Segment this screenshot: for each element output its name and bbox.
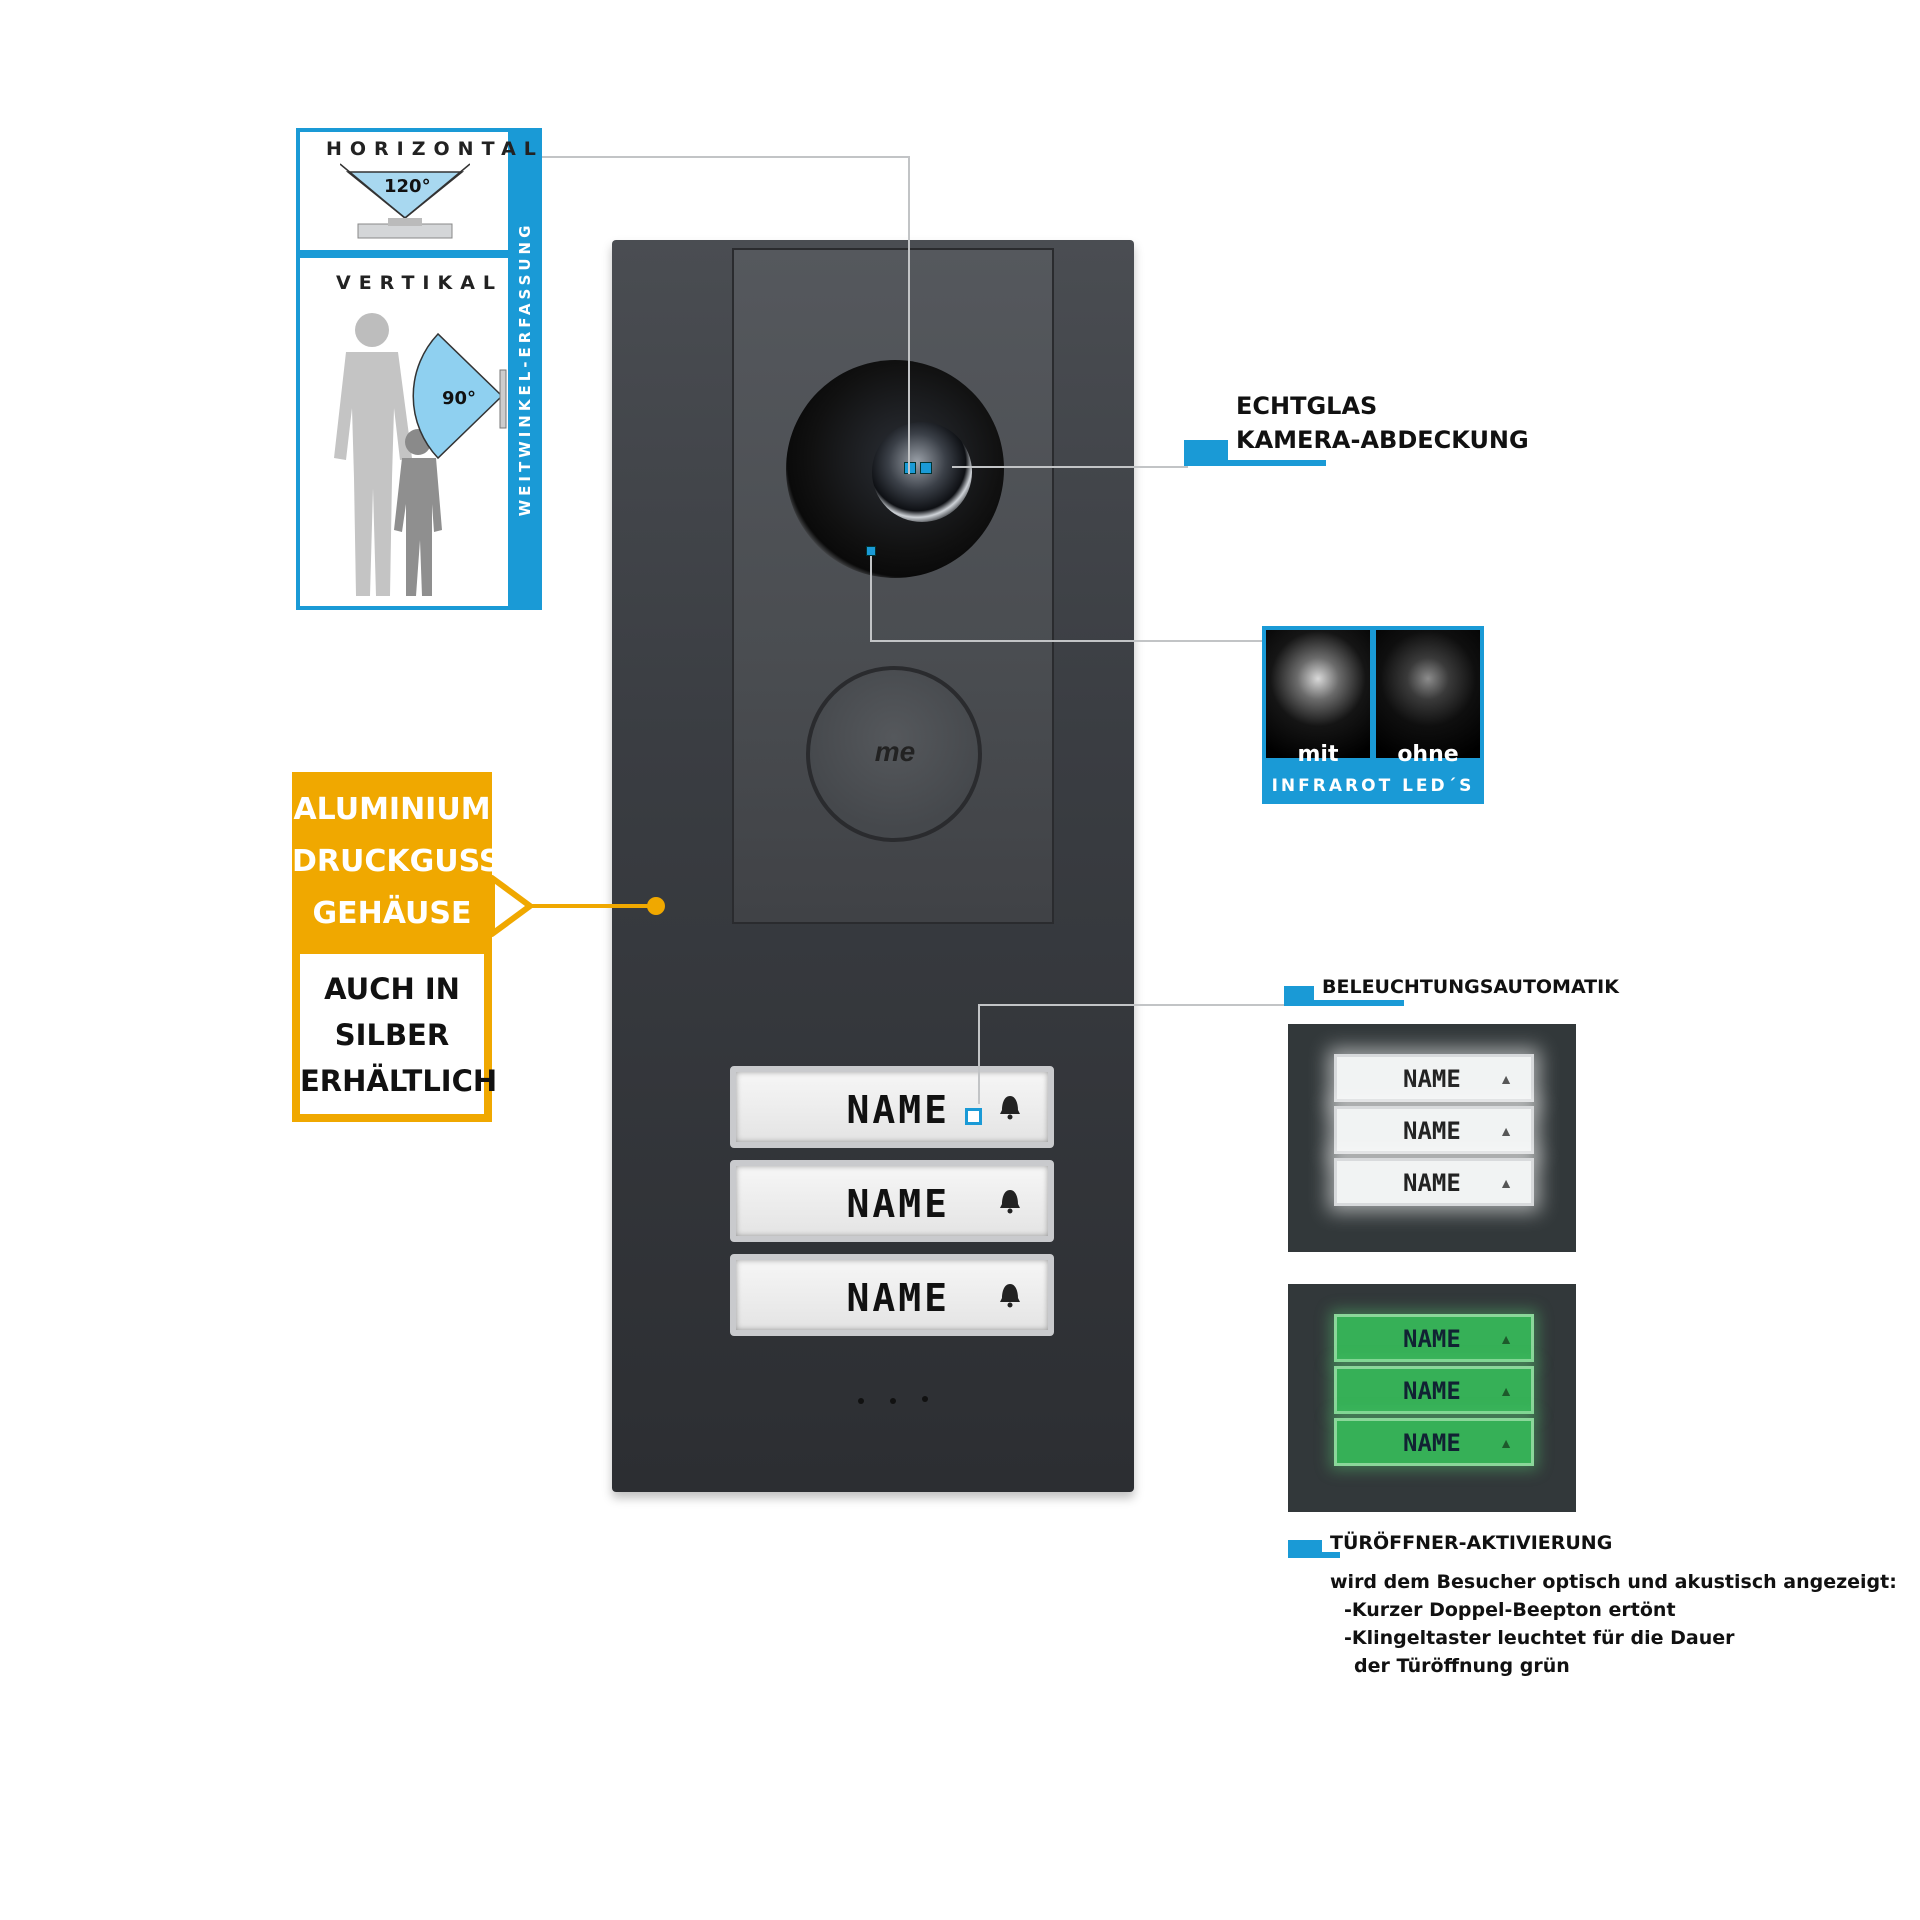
name-button-led	[965, 1108, 982, 1125]
silver-line3: ERHÄLTLICH	[300, 1064, 498, 1098]
door-name-2: NAME	[1403, 1377, 1461, 1405]
microphone-hole	[890, 1398, 896, 1404]
camera-callout-line1: ECHTGLAS	[1236, 392, 1378, 420]
door-description-item1: -Kurzer Doppel-Beepton ertönt	[1344, 1599, 1676, 1621]
name-button-3[interactable]: NAME	[730, 1254, 1054, 1336]
door-description-item2: -Klingeltaster leuchtet für die Dauer	[1344, 1627, 1735, 1649]
infrared-with-label: mit	[1297, 742, 1339, 767]
vertical-label: VERTIKAL	[336, 272, 504, 294]
people-silhouette-icon	[334, 313, 507, 596]
wide-angle-label: WEITWINKEL-ERFASSUNG	[516, 221, 534, 517]
field-of-view-side-strip	[508, 128, 542, 610]
camera-led-left	[904, 462, 916, 474]
camera-callout-line2: KAMERA-ABDECKUNG	[1236, 426, 1529, 454]
door-name-strip: NAME ▲	[1334, 1314, 1534, 1362]
bell-icon: ▲	[1499, 1383, 1513, 1399]
door-name-1: NAME	[1403, 1325, 1461, 1353]
lighting-name-1: NAME	[1403, 1065, 1461, 1093]
name-label-2: NAME	[846, 1182, 950, 1226]
lighting-demo-panel: NAME ▲ NAME ▲ NAME ▲	[1288, 1024, 1576, 1252]
infrared-without-label: ohne	[1397, 742, 1459, 767]
aluminium-pointer-icon	[490, 875, 665, 937]
photo-without-infrared	[1376, 630, 1480, 758]
camera-callout-marker	[1184, 440, 1228, 466]
door-name-3: NAME	[1403, 1429, 1461, 1457]
horizontal-angle-icon	[340, 163, 470, 239]
silver-callout	[300, 954, 484, 1114]
connector-line	[908, 156, 910, 474]
microphone-hole	[922, 1396, 928, 1402]
horizontal-label: HORIZONTAL	[326, 138, 544, 160]
bell-icon: ▲	[1499, 1071, 1513, 1087]
lighting-name-3: NAME	[1403, 1169, 1461, 1197]
bell-icon: ▲	[1499, 1123, 1513, 1139]
aluminium-line1: ALUMINIUM	[293, 792, 491, 827]
door-description-intro: wird dem Besucher optisch und akustisch …	[1330, 1571, 1897, 1593]
lighting-name-2: NAME	[1403, 1117, 1461, 1145]
lighting-name-strip: NAME ▲	[1334, 1054, 1534, 1102]
door-title: TÜRÖFFNER-AKTIVIERUNG	[1330, 1532, 1613, 1554]
connector-line	[542, 156, 910, 158]
fov-divider	[296, 250, 512, 258]
door-callout-marker	[1288, 1540, 1322, 1558]
lighting-name-strip: NAME ▲	[1334, 1106, 1534, 1154]
door-name-strip: NAME ▲	[1334, 1366, 1534, 1414]
horizontal-angle-value: 120°	[384, 176, 431, 197]
door-description-item3: der Türöffnung grün	[1354, 1655, 1570, 1677]
bell-icon: ▲	[1499, 1175, 1513, 1191]
name-button-1[interactable]: NAME	[730, 1066, 1054, 1148]
connector-line	[952, 466, 1188, 468]
connector-line	[978, 1004, 980, 1104]
connector-line	[870, 640, 1262, 642]
name-label-3: NAME	[846, 1276, 950, 1320]
connector-line	[978, 1004, 1284, 1006]
microphone-hole	[858, 1398, 864, 1404]
vertical-angle-value: 90°	[442, 388, 477, 409]
connector-line	[870, 556, 872, 640]
speaker-grille	[806, 666, 982, 842]
name-button-2[interactable]: NAME	[730, 1160, 1054, 1242]
door-opener-demo-panel: NAME ▲ NAME ▲ NAME ▲	[1288, 1284, 1576, 1512]
aluminium-line3: GEHÄUSE	[312, 896, 472, 931]
camera-callout-underline	[1224, 460, 1326, 466]
brand-logo: me	[874, 736, 916, 767]
infrared-led	[866, 546, 876, 556]
door-callout-underline	[1320, 1552, 1340, 1558]
lighting-name-strip: NAME ▲	[1334, 1158, 1534, 1206]
bell-icon	[1000, 1096, 1020, 1120]
name-label-1: NAME	[846, 1088, 950, 1132]
bell-icon: ▲	[1499, 1435, 1513, 1451]
lighting-callout-underline	[1312, 1000, 1404, 1006]
lighting-callout-marker	[1284, 986, 1314, 1006]
photo-with-infrared	[1266, 630, 1370, 758]
door-name-strip: NAME ▲	[1334, 1418, 1534, 1466]
aluminium-line2: DRUCKGUSS	[292, 844, 501, 879]
camera-led-right	[920, 462, 932, 474]
infrared-caption: INFRAROT LED´S	[1271, 776, 1475, 796]
bell-icon	[1000, 1190, 1020, 1214]
silver-line2: SILBER	[334, 1018, 450, 1052]
bell-icon	[1000, 1284, 1020, 1308]
bell-icon: ▲	[1499, 1331, 1513, 1347]
lighting-title: BELEUCHTUNGSAUTOMATIK	[1322, 976, 1619, 998]
silver-line1: AUCH IN	[324, 972, 460, 1006]
